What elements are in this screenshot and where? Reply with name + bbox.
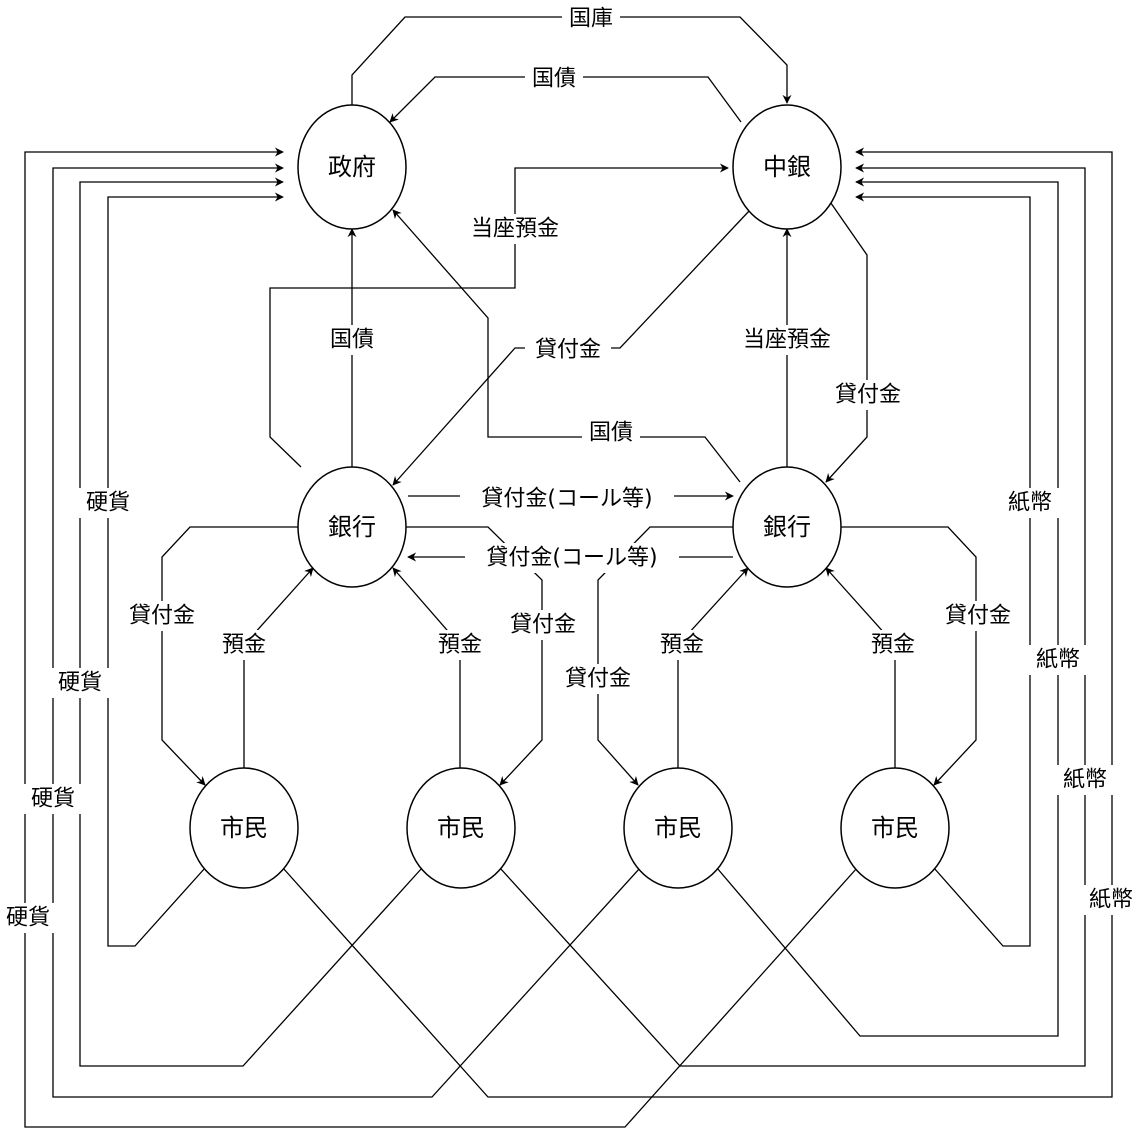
label-gov-bonds-right-bank: 国債 [589, 421, 633, 446]
label-coins-4: 硬貨 [6, 906, 50, 931]
edge-coins-1 [107, 192, 284, 947]
edge-deposit-citizen2 [392, 567, 461, 770]
node-citizen-1: 市民 [189, 767, 299, 889]
label-notes-3: 紙幣 [1063, 768, 1107, 793]
label-treasury: 国庫 [569, 7, 613, 32]
label-current-deposit-left: 当座預金 [471, 217, 559, 242]
node-central-bank: 中銀 [732, 104, 842, 230]
edge-loan-left-bank-citizen1 [161, 526, 299, 786]
label-gov-bonds-left-bank: 国債 [330, 328, 374, 353]
label-notes-1: 紙幣 [1008, 491, 1052, 516]
edge-notes-1 [855, 192, 1031, 947]
node-bank-right: 銀行 [732, 466, 842, 588]
edge-notes-3 [499, 163, 1086, 1067]
edge-gov-bonds-right-bank [392, 209, 741, 483]
label-gov-bonds-top: 国債 [532, 67, 576, 92]
edge-notes-2 [716, 177, 1059, 1037]
label-deposit-citizen4: 預金 [871, 633, 915, 658]
edge-coins-4 [24, 147, 858, 1128]
edge-loan-right-bank-citizen4 [840, 526, 977, 786]
label-notes-4: 紙幣 [1089, 888, 1133, 913]
edge-coins-3 [52, 163, 641, 1098]
node-label-bank-left: 銀行 [328, 513, 376, 541]
node-label-citizen-2: 市民 [437, 814, 485, 842]
node-label-citizen-4: 市民 [871, 814, 919, 842]
label-loan-citizen1: 貸付金 [129, 604, 195, 629]
node-citizen-2: 市民 [406, 767, 516, 889]
node-label-citizen-1: 市民 [220, 814, 268, 842]
label-coins-1: 硬貨 [86, 491, 130, 516]
edge-loan-cb-right-bank [825, 195, 868, 483]
label-coins-2: 硬貨 [58, 671, 102, 696]
label-loan-cb-left-bank: 貸付金 [535, 338, 601, 363]
label-call-loan-to-left: 貸付金(コール等) [486, 546, 657, 571]
node-label-citizen-3: 市民 [654, 814, 702, 842]
node-bank-left: 銀行 [297, 466, 407, 588]
edge-deposit-citizen3 [677, 567, 749, 770]
node-government: 政府 [297, 104, 407, 230]
label-current-deposit-right: 当座預金 [743, 328, 831, 353]
label-loan-cb-right-bank: 貸付金 [835, 383, 901, 408]
label-deposit-citizen1: 預金 [222, 633, 266, 658]
node-label-central-bank: 中銀 [763, 153, 811, 181]
label-call-loan-to-right: 貸付金(コール等) [481, 487, 652, 512]
edge-notes-4 [282, 147, 1113, 1098]
edge-coins-2 [79, 177, 423, 1067]
edge-current-deposit-left [269, 163, 729, 468]
edge-loan-left-bank-citizen2 [405, 526, 543, 786]
label-loan-citizen2: 貸付金 [510, 613, 576, 638]
edge-labels: 国庫 国債 当座預金 国債 貸付金 当座預金 貸付金 国債 貸付金(コール等) … [0, 4, 1140, 933]
label-deposit-citizen3: 預金 [660, 633, 704, 658]
label-loan-citizen4: 貸付金 [945, 604, 1011, 629]
node-label-government: 政府 [328, 153, 376, 181]
label-coins-3: 硬貨 [31, 787, 75, 812]
label-deposit-citizen2: 預金 [438, 633, 482, 658]
edge-deposit-citizen4 [825, 567, 896, 770]
edge-loan-right-bank-citizen3 [597, 526, 733, 786]
edge-deposit-citizen1 [243, 567, 314, 770]
node-label-bank-right: 銀行 [763, 513, 811, 541]
label-loan-citizen3: 貸付金 [565, 667, 631, 692]
node-citizen-3: 市民 [623, 767, 733, 889]
label-notes-2: 紙幣 [1036, 648, 1080, 673]
node-citizen-4: 市民 [840, 767, 950, 889]
